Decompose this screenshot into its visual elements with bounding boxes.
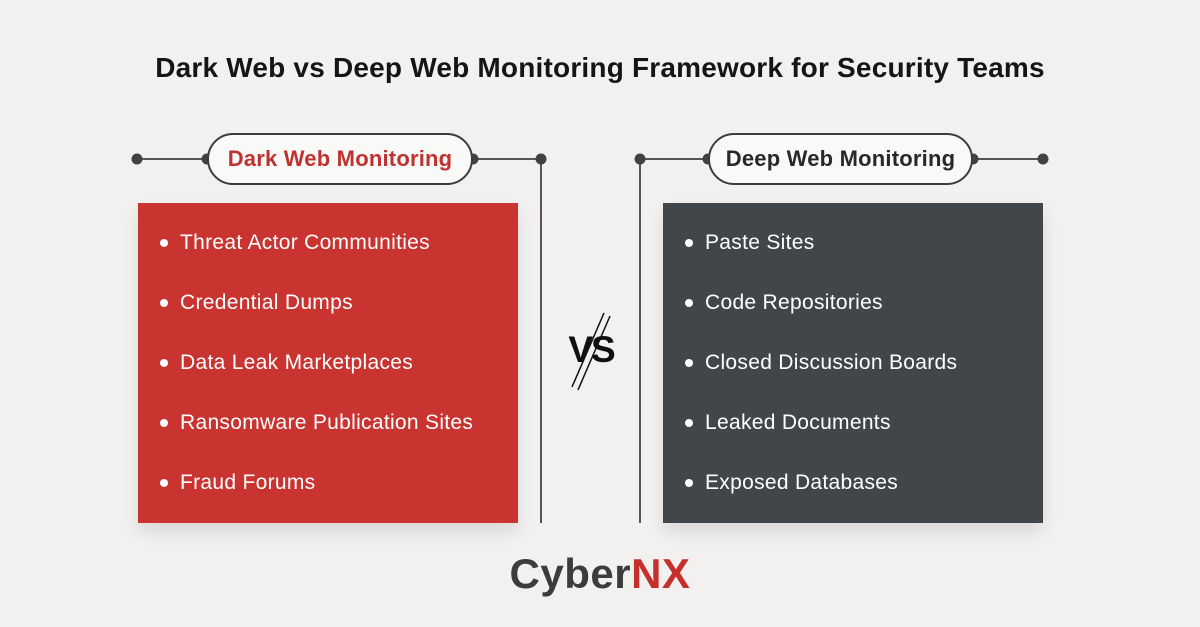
list-item-label: Leaked Documents: [705, 411, 891, 434]
bullet-dot-icon: [160, 239, 168, 247]
bullet-dot-icon: [160, 299, 168, 307]
list-item-label: Closed Discussion Boards: [705, 351, 958, 374]
bullet-dot-icon: [160, 419, 168, 427]
list-item-label: Code Repositories: [705, 291, 883, 314]
list-item: Code Repositories: [685, 273, 1033, 333]
bullet-dot-icon: [685, 299, 693, 307]
list-item-label: Credential Dumps: [180, 291, 353, 314]
bullet-dot-icon: [685, 419, 693, 427]
connector-dot: [131, 153, 143, 165]
bullet-dot-icon: [160, 479, 168, 487]
vs-label: VS: [568, 329, 615, 370]
list-item: Threat Actor Communities: [160, 213, 508, 273]
bullet-dot-icon: [685, 359, 693, 367]
list-item-label: Paste Sites: [705, 231, 815, 254]
list-item: Leaked Documents: [685, 393, 1033, 453]
list-item-label: Ransomware Publication Sites: [180, 411, 474, 434]
list-item: Closed Discussion Boards: [685, 333, 1033, 393]
list-item-label: Threat Actor Communities: [180, 231, 430, 254]
list-item: Paste Sites: [685, 213, 1033, 273]
list-item-label: Exposed Databases: [705, 471, 899, 494]
bullet-dot-icon: [685, 239, 693, 247]
cybernx-logo: CyberNX: [0, 550, 1200, 598]
dark-web-panel: Threat Actor Communities Credential Dump…: [138, 203, 518, 523]
bullet-dot-icon: [685, 479, 693, 487]
list-item-label: Fraud Forums: [180, 471, 316, 494]
deep-web-monitoring-label: Deep Web Monitoring: [725, 146, 956, 171]
list-item: Data Leak Marketplaces: [160, 333, 508, 393]
deep-web-monitoring-pill: Deep Web Monitoring: [708, 133, 973, 185]
page-title: Dark Web vs Deep Web Monitoring Framewor…: [155, 52, 1045, 83]
deep-web-list: Paste Sites Code Repositories Closed Dis…: [663, 203, 1043, 513]
logo-text-primary: Cyber: [509, 550, 632, 597]
list-item: Exposed Databases: [685, 453, 1033, 513]
dark-web-list: Threat Actor Communities Credential Dump…: [138, 203, 518, 513]
dark-web-monitoring-label: Dark Web Monitoring: [227, 146, 453, 171]
logo-text-accent: NX: [631, 550, 691, 597]
deep-web-panel: Paste Sites Code Repositories Closed Dis…: [663, 203, 1043, 523]
connector-dot: [634, 153, 646, 165]
vs-slash-icon: [571, 312, 611, 391]
dark-web-monitoring-pill: Dark Web Monitoring: [207, 133, 473, 185]
list-item: Credential Dumps: [160, 273, 508, 333]
connector-dot: [1037, 153, 1049, 165]
connector-dot: [535, 153, 547, 165]
list-item: Fraud Forums: [160, 453, 508, 513]
list-item: Ransomware Publication Sites: [160, 393, 508, 453]
list-item-label: Data Leak Marketplaces: [180, 351, 414, 374]
bullet-dot-icon: [160, 359, 168, 367]
